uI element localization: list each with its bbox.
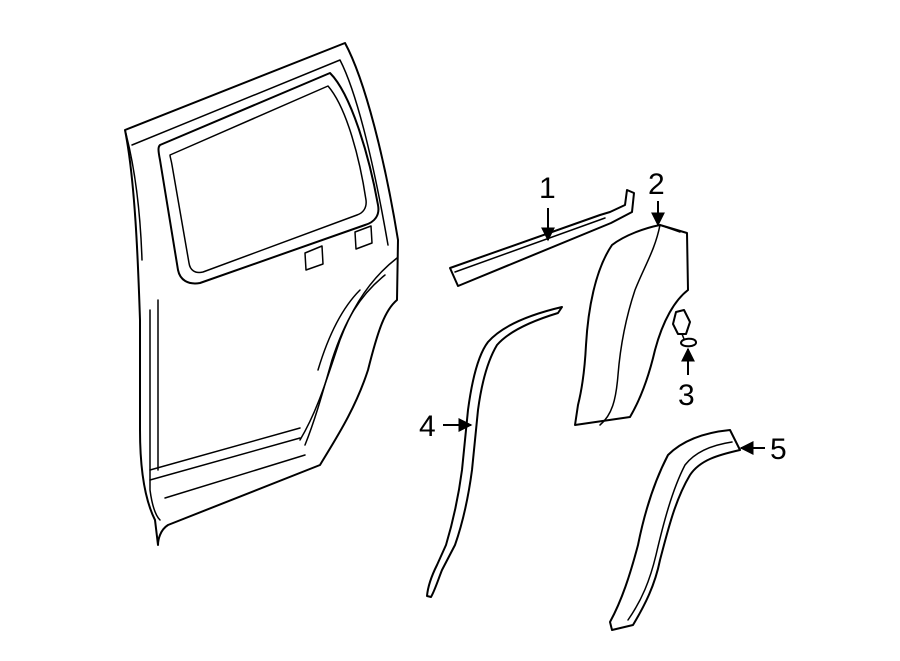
part-5-trim (609, 429, 741, 631)
callout-arrows (443, 201, 765, 455)
part-2-flare (574, 224, 689, 426)
part-3-clip (672, 309, 697, 348)
rear-door (124, 42, 399, 546)
part-4-strip (426, 306, 563, 598)
callout-1: 1 (539, 172, 556, 205)
callout-3: 3 (678, 379, 695, 412)
callout-5: 5 (770, 433, 787, 466)
callout-2: 2 (648, 168, 665, 201)
callout-4: 4 (419, 410, 436, 443)
